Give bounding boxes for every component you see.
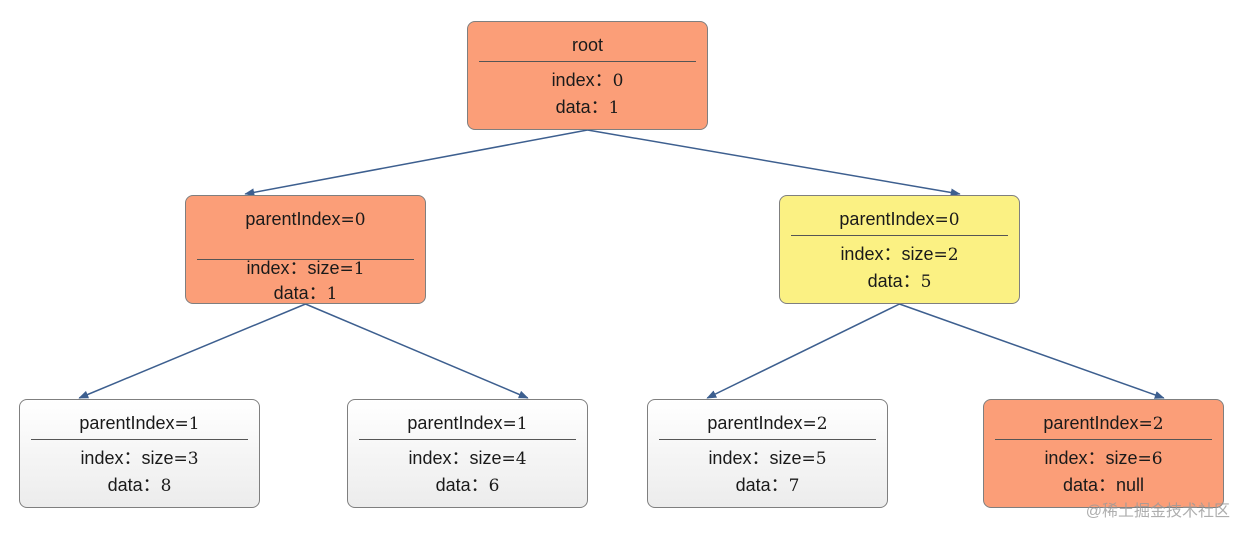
- node-data-line: data：null: [984, 474, 1223, 496]
- parent-index-value: =1: [174, 414, 200, 434]
- leaf-node-2: parentIndex=1 index：size=4 data：6: [347, 399, 588, 508]
- watermark: @稀土掘金技术社区: [1085, 503, 1230, 520]
- node-data-line: data：8: [20, 474, 259, 497]
- size-value: =2: [933, 245, 959, 265]
- node-data-label: data：: [107, 475, 161, 495]
- edge-l1-to-ll: [78, 303, 306, 399]
- node-index-line: index：0: [468, 69, 707, 92]
- size-value: =4: [501, 449, 527, 469]
- node-size-line: index：size=2: [780, 243, 1019, 266]
- left-child-node: parentIndex=0 index：size=1 data：1: [185, 195, 426, 304]
- node-data-value: null: [1116, 475, 1145, 495]
- size-label: index：size: [246, 258, 340, 278]
- parent-index-value: =2: [1138, 414, 1164, 434]
- node-title: root: [571, 35, 604, 55]
- root-node: root index：0 data：1: [467, 21, 708, 130]
- size-value: =3: [173, 449, 199, 469]
- size-label: index：size: [708, 448, 802, 468]
- node-size-line: index：size=6: [984, 447, 1223, 470]
- edge-l1-to-lr: [305, 303, 529, 399]
- parent-index-value: =0: [340, 210, 366, 230]
- node-parent-index: parentIndex=1: [20, 412, 259, 435]
- parent-index-value: =1: [502, 414, 528, 434]
- parent-index-label: parentIndex: [79, 413, 175, 433]
- node-data-label: data：: [867, 271, 921, 291]
- node-data-label: data：: [273, 283, 327, 303]
- node-index-value: 0: [612, 71, 624, 91]
- node-data-value: 5: [920, 272, 932, 292]
- leaf-node-1: parentIndex=1 index：size=3 data：8: [19, 399, 260, 508]
- node-parent-index: parentIndex=0: [186, 208, 425, 231]
- node-divider: [479, 61, 696, 62]
- parent-index-label: parentIndex: [245, 209, 341, 229]
- node-data-value: 1: [608, 98, 620, 118]
- node-size-line: index：size=1: [186, 257, 425, 280]
- node-data-value: 1: [326, 284, 338, 304]
- right-child-node: parentIndex=0 index：size=2 data：5: [779, 195, 1020, 304]
- node-data-label: data：: [735, 475, 789, 495]
- edge-r1-to-rl: [706, 303, 900, 399]
- node-size-line: index：size=3: [20, 447, 259, 470]
- size-value: =5: [801, 449, 827, 469]
- node-data-line: data：1: [468, 96, 707, 119]
- node-divider: [31, 439, 248, 440]
- size-label: index：size: [408, 448, 502, 468]
- node-data-value: 6: [488, 476, 500, 496]
- parent-index-value: =0: [934, 210, 960, 230]
- node-data-label: data：: [555, 97, 609, 117]
- edge-root-to-r1: [587, 129, 961, 197]
- node-data-label: data：: [1062, 475, 1116, 495]
- leaf-node-4: parentIndex=2 index：size=6 data：null: [983, 399, 1224, 508]
- node-parent-index: parentIndex=0: [780, 208, 1019, 231]
- node-parent-index: parentIndex=2: [648, 412, 887, 435]
- size-value: =6: [1137, 449, 1163, 469]
- parent-index-label: parentIndex: [839, 209, 935, 229]
- node-size-line: index：size=4: [348, 447, 587, 470]
- parent-index-label: parentIndex: [407, 413, 503, 433]
- node-divider: [197, 259, 414, 260]
- node-data-label: data：: [435, 475, 489, 495]
- node-size-line: index：size=5: [648, 447, 887, 470]
- size-label: index：size: [1044, 448, 1138, 468]
- leaf-node-3: parentIndex=2 index：size=5 data：7: [647, 399, 888, 508]
- node-data-line: data：7: [648, 474, 887, 497]
- parent-index-label: parentIndex: [707, 413, 803, 433]
- node-data-line: data：6: [348, 474, 587, 497]
- node-data-line: data：1: [186, 282, 425, 305]
- edge-r1-to-rr: [899, 303, 1165, 399]
- node-index-label: index：: [551, 70, 613, 90]
- node-divider: [659, 439, 876, 440]
- node-data-value: 8: [160, 476, 172, 496]
- node-data-value: 7: [788, 476, 800, 496]
- size-value: =1: [339, 259, 365, 279]
- edge-root-to-l1: [244, 129, 588, 197]
- node-parent-index: parentIndex=2: [984, 412, 1223, 435]
- parent-index-value: =2: [802, 414, 828, 434]
- node-data-line: data：5: [780, 270, 1019, 293]
- node-parent-index: parentIndex=1: [348, 412, 587, 435]
- node-divider: [995, 439, 1212, 440]
- parent-index-label: parentIndex: [1043, 413, 1139, 433]
- size-label: index：size: [80, 448, 174, 468]
- size-label: index：size: [840, 244, 934, 264]
- node-divider: [359, 439, 576, 440]
- node-divider: [791, 235, 1008, 236]
